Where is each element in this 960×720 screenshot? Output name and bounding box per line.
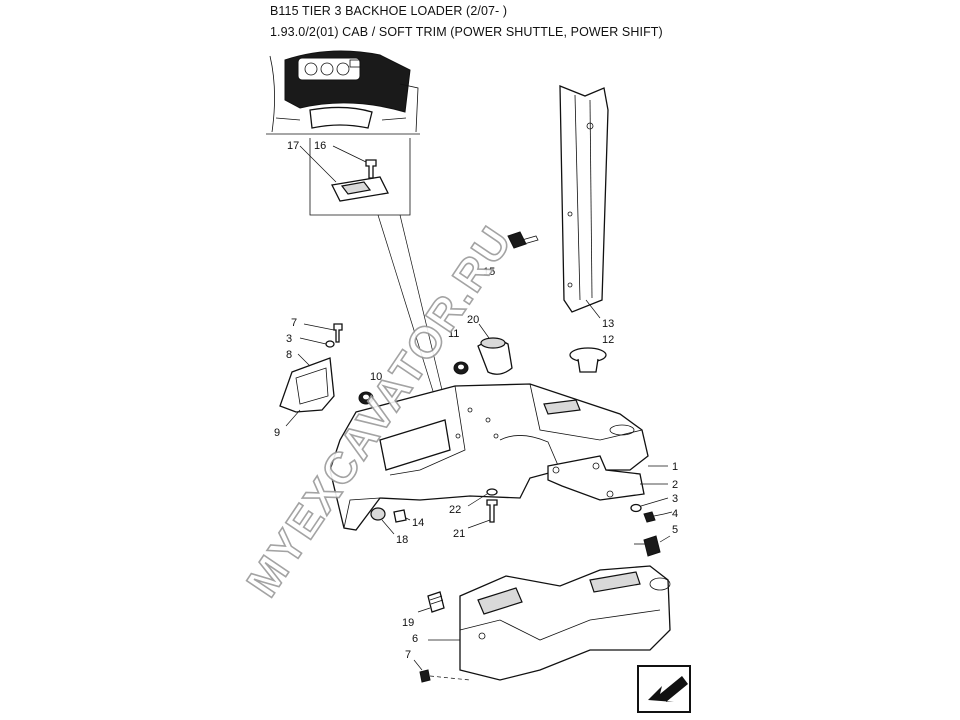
part-6-lower-console [428,565,671,681]
callout-labels: 17 16 15 13 12 20 11 7 3 8 10 9 1 2 3 4 … [274,140,678,661]
part-8-cover [279,353,335,427]
callout-7-top: 7 [291,317,297,329]
part-7-screw-bottom [413,659,471,683]
callout-22: 22 [449,504,461,516]
part-11-grommet [453,361,469,375]
callout-8: 8 [286,349,292,361]
part-5-bolt [634,535,671,557]
part-3-washer-right [630,497,669,513]
part-7-screw-left [303,323,343,343]
callout-13: 13 [602,318,614,330]
dashboard-inset [266,48,420,135]
callout-15: 15 [483,266,495,278]
part-15-screw [507,231,539,249]
callout-17: 17 [287,140,299,152]
callout-1: 1 [672,461,678,473]
part-4-screw-right [643,511,673,523]
detail-box-16-17 [299,138,449,421]
part-13-pillar-trim [559,85,609,319]
callout-3-right: 3 [672,493,678,505]
callout-3-top: 3 [286,333,292,345]
callout-12: 12 [602,334,614,346]
next-page-arrow-icon[interactable] [637,665,691,713]
callout-7-bottom: 7 [405,649,411,661]
callout-9: 9 [274,427,280,439]
callout-21: 21 [453,528,465,540]
part-2-mounting-bracket [547,455,668,501]
part-14-clip [393,509,411,523]
section-subtitle: 1.93.0/2(01) CAB / SOFT TRIM (POWER SHUT… [270,25,663,39]
part-22-washer [467,488,498,507]
callout-10: 10 [370,371,382,383]
part-21-screw [467,499,498,529]
callout-20: 20 [467,314,479,326]
callout-4: 4 [672,508,678,520]
part-18-spacer [370,507,395,535]
callout-16: 16 [314,140,326,152]
part-1-side-console [329,383,668,531]
callout-11: 11 [448,328,459,340]
part-3-washer-left [299,337,335,348]
part-10-grommet [358,391,374,405]
callout-6: 6 [412,633,418,645]
part-12-plug [569,347,607,373]
callout-18: 18 [396,534,408,546]
callout-5: 5 [672,524,678,536]
part-20-knob [477,323,513,375]
callout-2: 2 [672,479,678,491]
page-title: B115 TIER 3 BACKHOE LOADER (2/07- ) [270,4,508,18]
callout-14: 14 [412,517,424,529]
callout-19: 19 [402,617,414,629]
part-19-stud [417,591,445,613]
